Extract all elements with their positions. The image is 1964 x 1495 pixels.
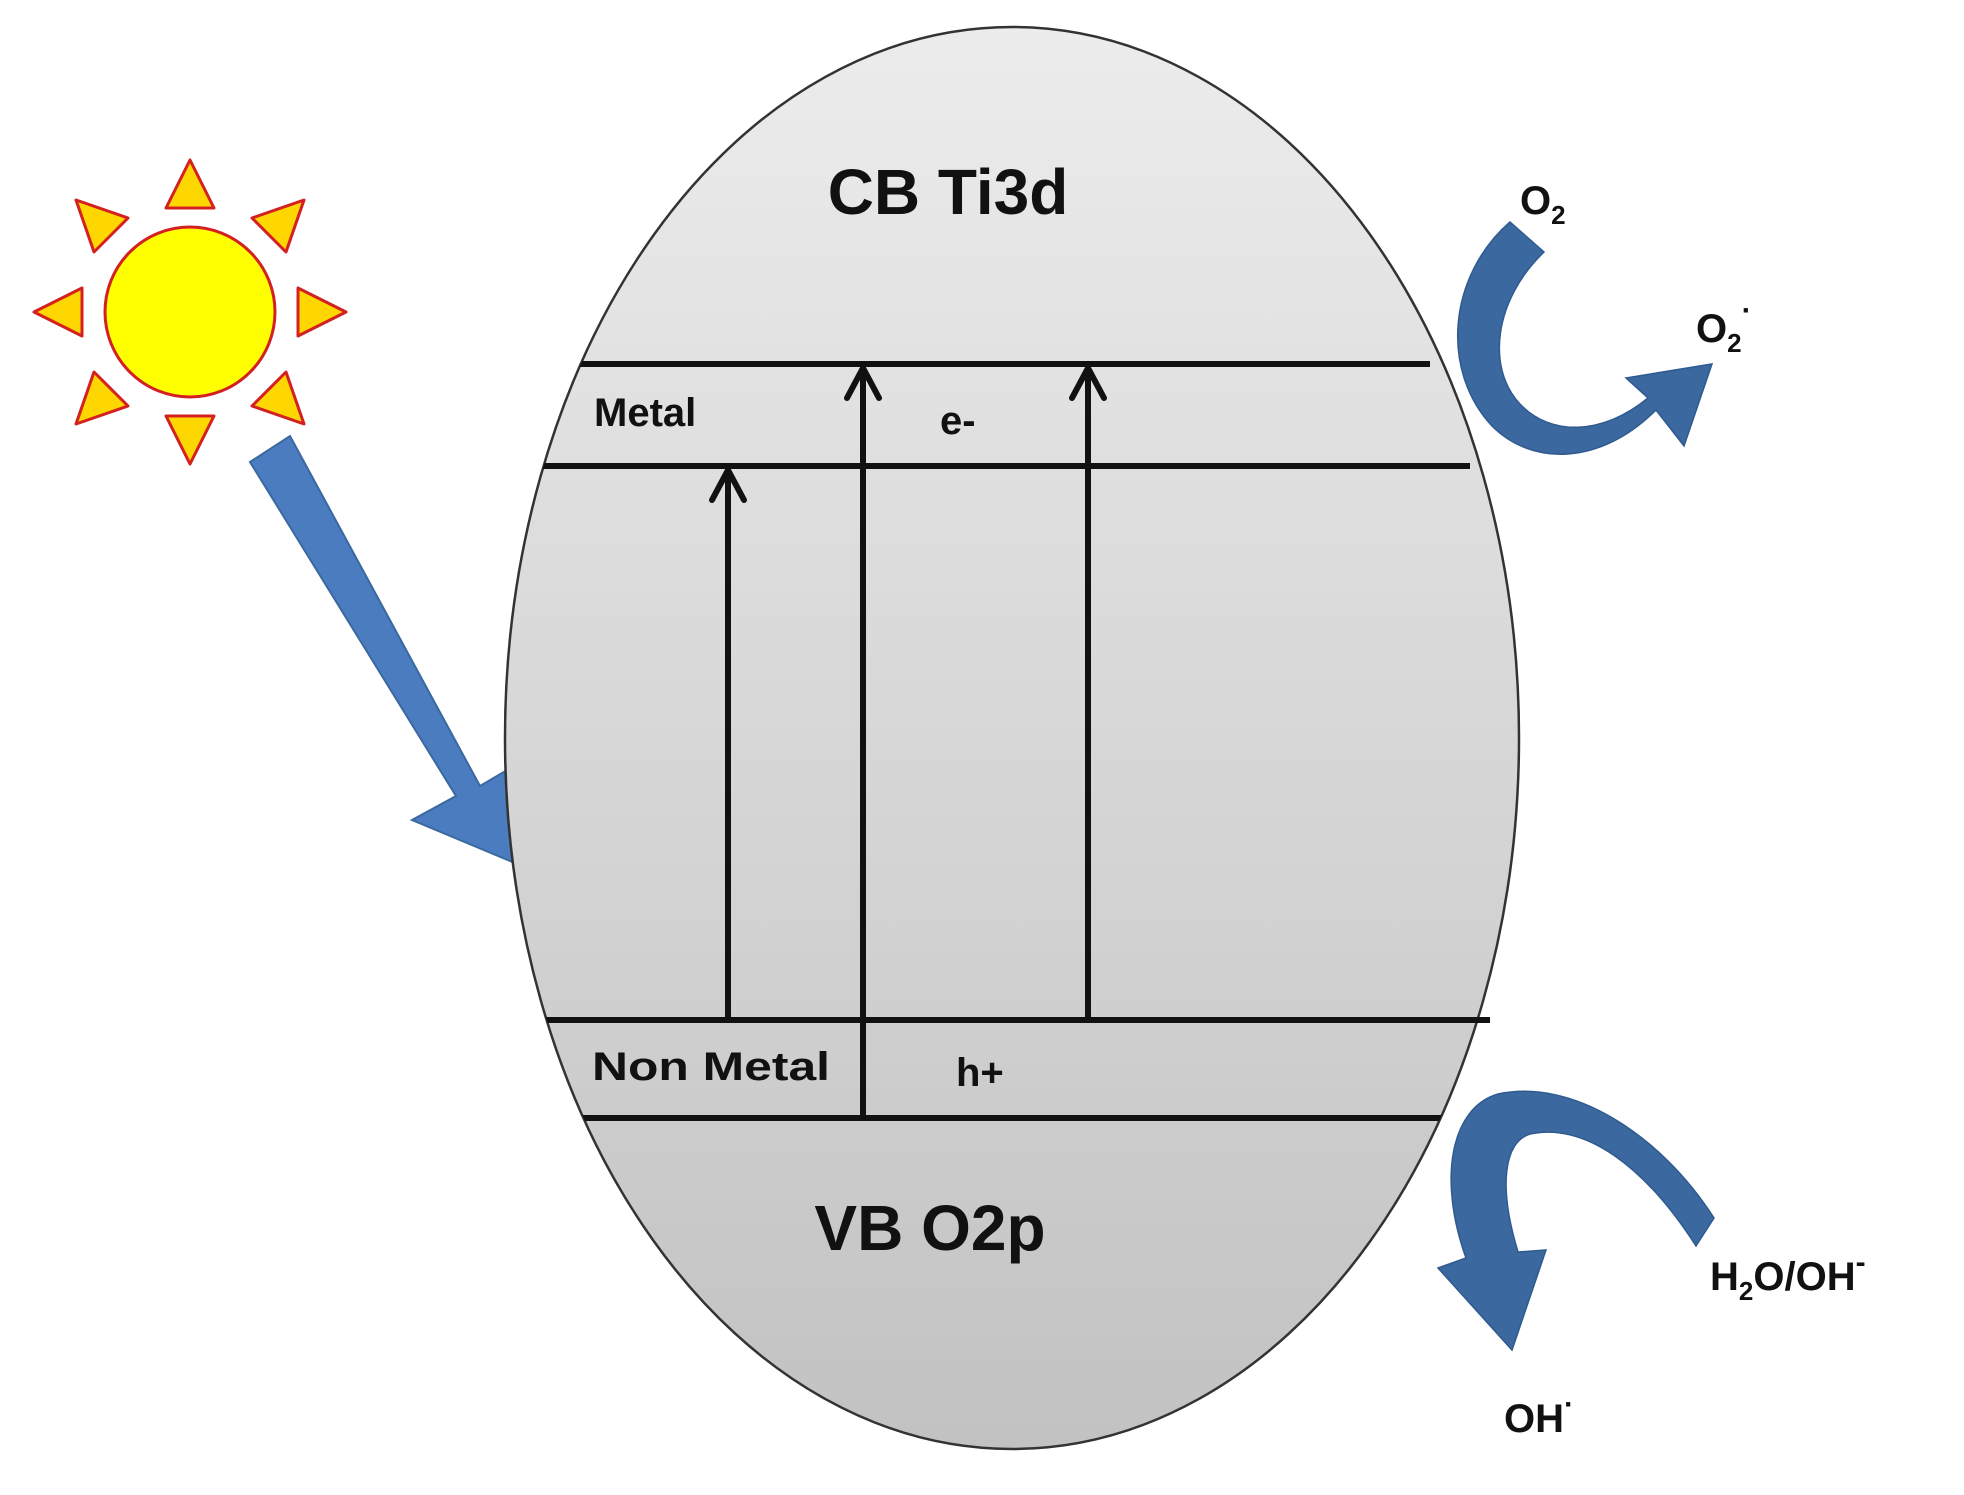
water-label: H2O/OH-: [1710, 1246, 1866, 1306]
superoxide-label: O2·: [1696, 294, 1752, 358]
svg-text:H2O/OH-: H2O/OH-: [1710, 1246, 1866, 1306]
particle-body: [503, 25, 1521, 1451]
svg-text:O2: O2: [1520, 179, 1566, 230]
metal-label: Metal: [594, 391, 696, 435]
svg-text:OH·: OH·: [1504, 1388, 1574, 1441]
sun-ray-left: [32, 286, 84, 338]
electron-label: e-: [940, 399, 976, 443]
oxygen-label: O2: [1520, 179, 1566, 230]
sun-rays: [32, 158, 348, 466]
hole-label: h+: [956, 1051, 1004, 1095]
reduction-arrow: [1456, 221, 1714, 455]
oxidation-arrow: [1436, 1090, 1715, 1352]
sun-icon: [32, 158, 348, 466]
sun-ray-right: [296, 286, 348, 338]
particle: CB Ti3d Metal e- Non Metal h+ VB O2p: [503, 25, 1521, 1451]
sun-ray-bottom: [164, 414, 216, 466]
nonmetal-label: Non Metal: [592, 1045, 830, 1089]
excitation-arrow-nonmetal-to-cb: [1069, 365, 1107, 1023]
light-arrow: [248, 434, 526, 868]
sun-ray-top-right: [250, 198, 306, 254]
sun-disc: [103, 225, 277, 399]
excitation-arrow-vb-to-cb: [844, 365, 882, 1121]
sun-ray-top: [164, 158, 216, 210]
vb-label: VB O2p: [814, 1192, 1045, 1264]
cb-label: CB Ti3d: [828, 156, 1069, 228]
sun-ray-bottom-right: [250, 370, 306, 426]
sun-ray-bottom-left: [74, 370, 130, 426]
hydroxyl-label: OH·: [1504, 1388, 1574, 1441]
svg-text:O2·: O2·: [1696, 294, 1752, 358]
excitation-arrow-nonmetal-to-metal: [709, 467, 747, 1023]
sun-ray-top-left: [74, 198, 130, 254]
excitation-arrows: [709, 365, 1107, 1121]
